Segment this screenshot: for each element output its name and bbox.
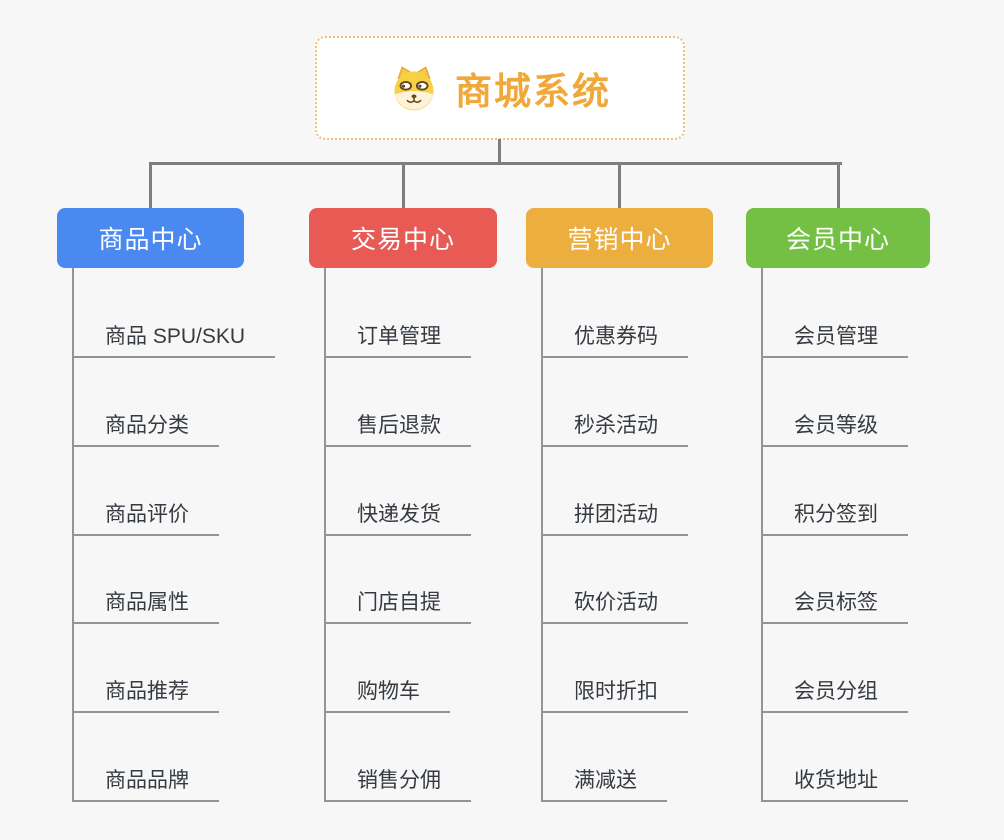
connector-drop (618, 162, 621, 208)
root-title: 商城系统 (455, 71, 611, 112)
child-item[interactable]: 会员分组 (761, 671, 908, 713)
branch-box-2[interactable]: 交易中心 (309, 208, 497, 268)
child-item[interactable]: 商品品牌 (72, 760, 219, 802)
child-item[interactable]: 积分签到 (761, 494, 908, 536)
connector-root-stub (498, 139, 501, 165)
child-item[interactable]: 秒杀活动 (541, 405, 688, 447)
child-item[interactable]: 门店自提 (324, 582, 471, 624)
branch-box-4[interactable]: 会员中心 (746, 208, 930, 268)
branch-box-1[interactable]: 商品中心 (57, 208, 244, 268)
child-item[interactable]: 商品评价 (72, 494, 219, 536)
child-item[interactable]: 会员等级 (761, 405, 908, 447)
dog-icon (389, 65, 439, 112)
child-item[interactable]: 砍价活动 (541, 582, 688, 624)
child-item[interactable]: 收货地址 (761, 760, 908, 802)
child-item[interactable]: 订单管理 (324, 316, 471, 358)
branch-box-3[interactable]: 营销中心 (526, 208, 713, 268)
connector-drop (402, 162, 405, 208)
connector-drop (149, 162, 152, 208)
child-item[interactable]: 销售分佣 (324, 760, 471, 802)
connector-drop (837, 162, 840, 208)
root-node[interactable]: 商城系统 (315, 36, 685, 140)
child-item[interactable]: 优惠券码 (541, 316, 688, 358)
child-item[interactable]: 满减送 (541, 760, 667, 802)
child-item[interactable]: 商品 SPU/SKU (72, 316, 276, 358)
child-item[interactable]: 会员标签 (761, 582, 908, 624)
child-item[interactable]: 限时折扣 (541, 671, 688, 713)
child-item[interactable]: 快递发货 (324, 494, 471, 536)
child-item[interactable]: 商品分类 (72, 405, 219, 447)
child-item[interactable]: 商品属性 (72, 582, 219, 624)
child-item[interactable]: 商品推荐 (72, 671, 219, 713)
child-item[interactable]: 会员管理 (761, 316, 908, 358)
child-item[interactable]: 售后退款 (324, 405, 471, 447)
child-item[interactable]: 拼团活动 (541, 494, 688, 536)
child-item[interactable]: 购物车 (324, 671, 450, 713)
connector-horizontal (149, 162, 842, 165)
